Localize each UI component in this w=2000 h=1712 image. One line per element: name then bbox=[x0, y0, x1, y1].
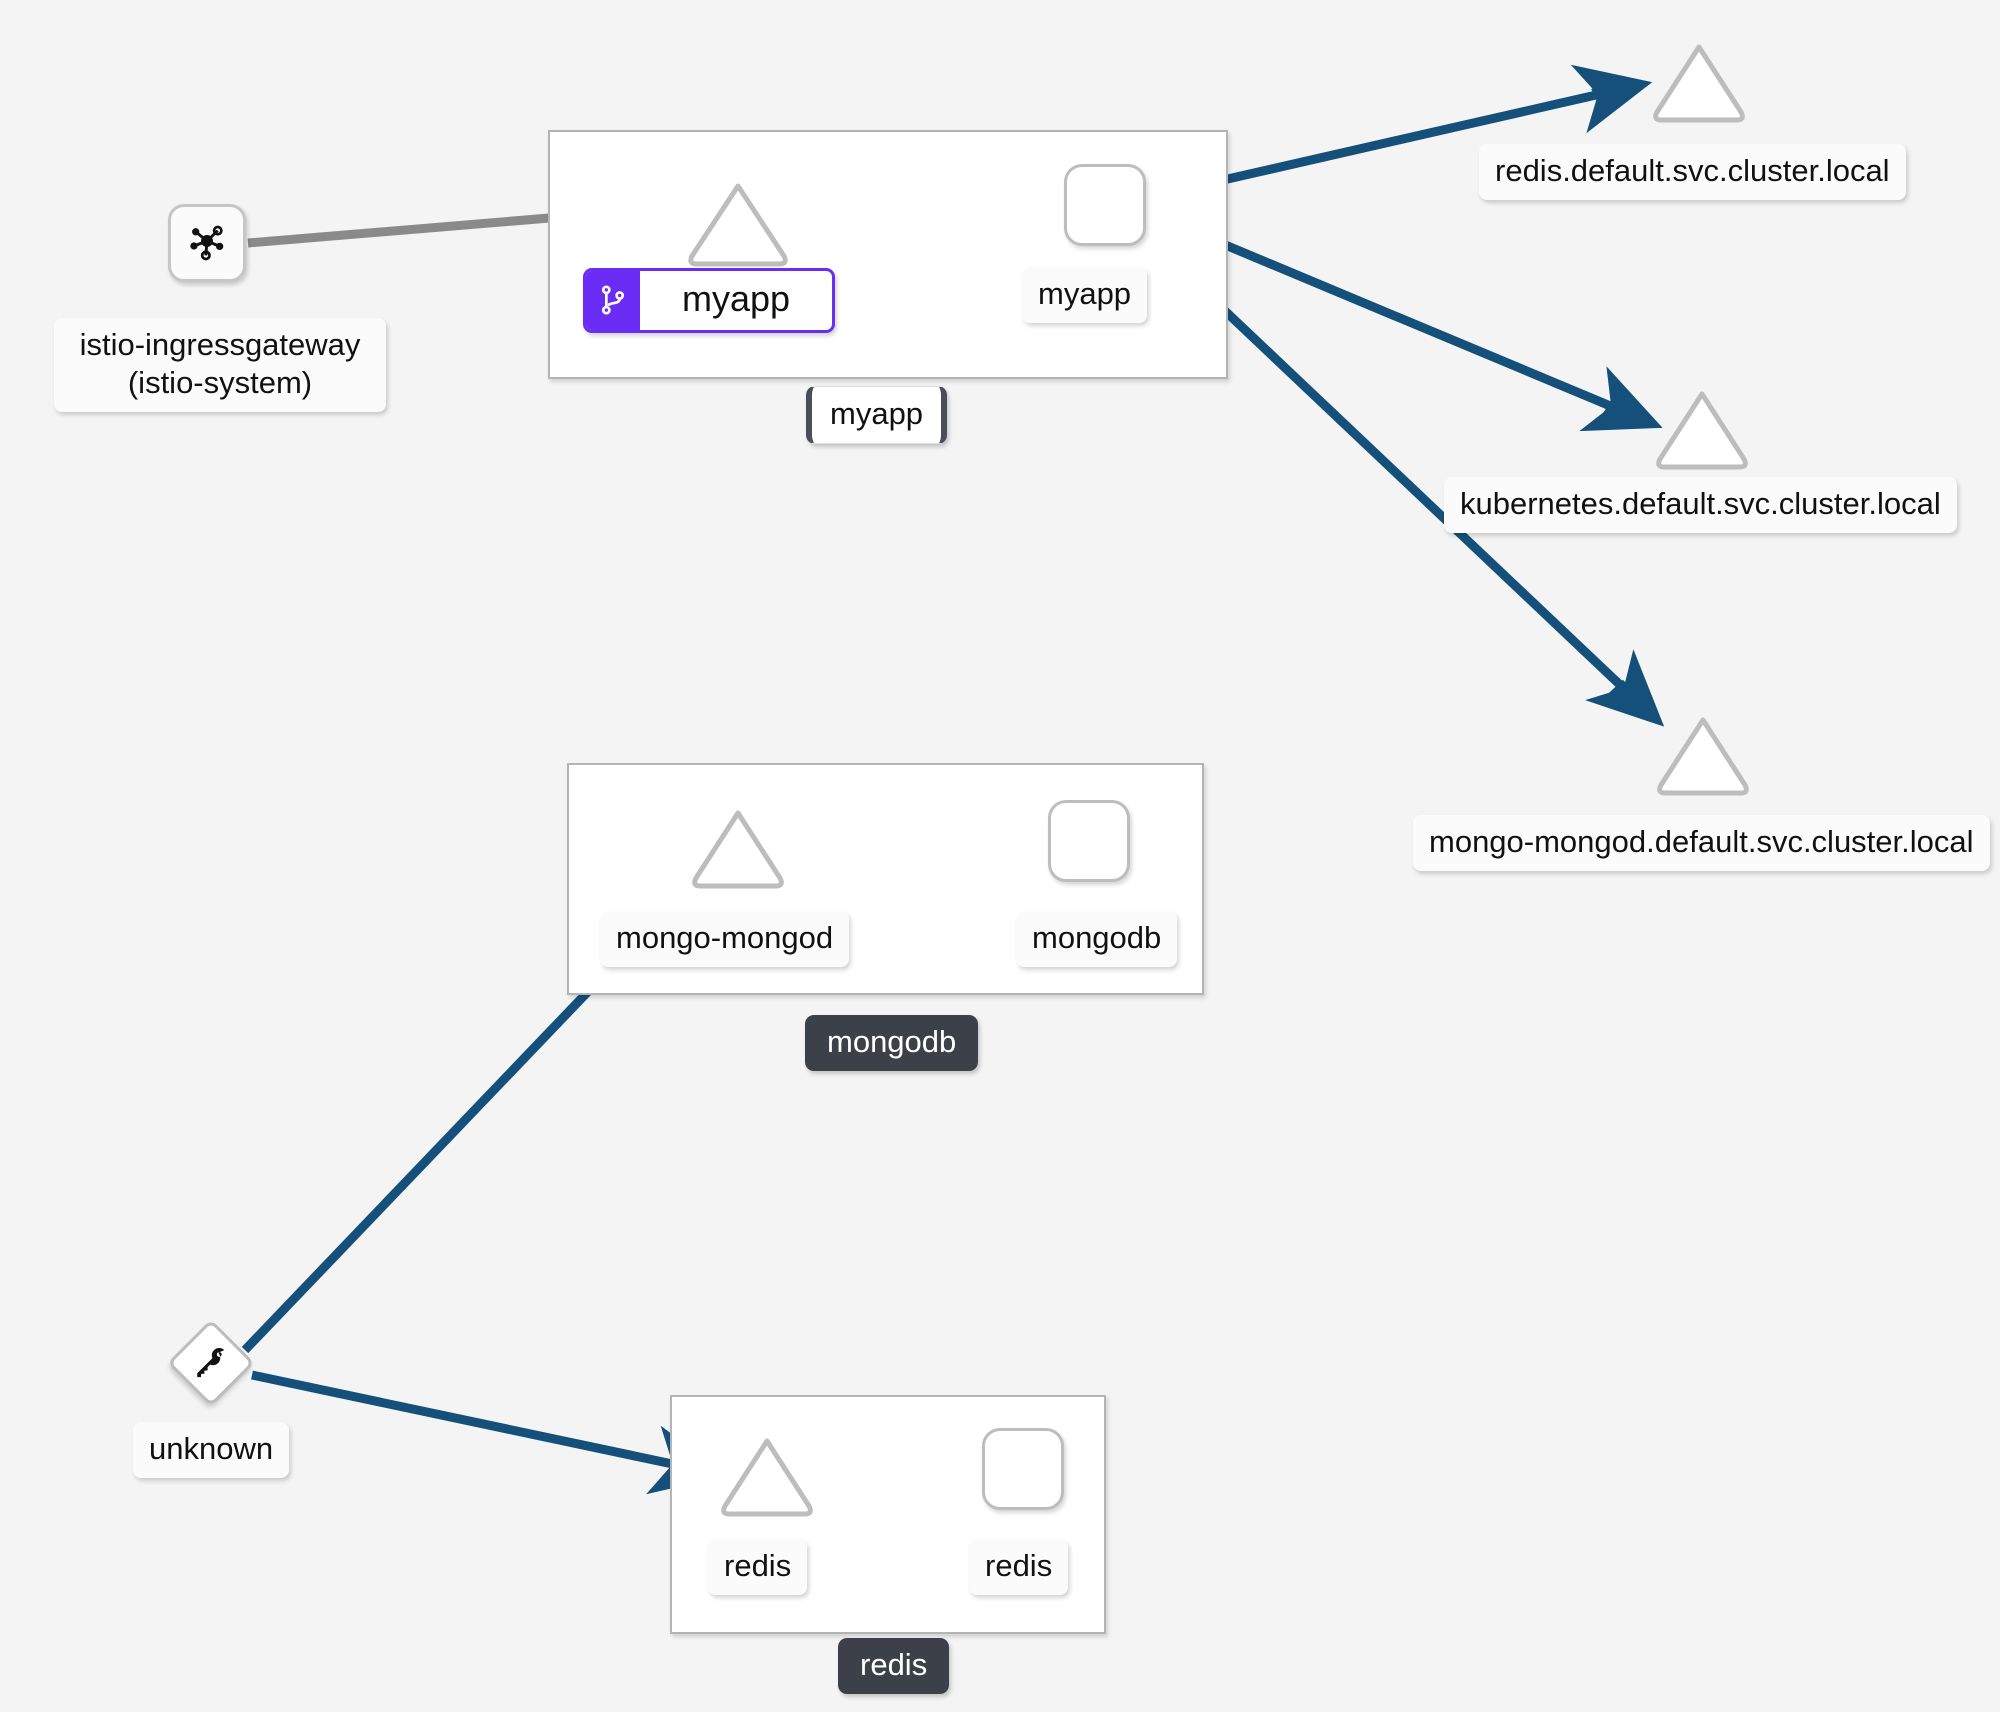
mesh-icon bbox=[184, 218, 230, 269]
node-myapp-workload[interactable] bbox=[1064, 164, 1146, 246]
mongo-mongod-service-triangle[interactable] bbox=[688, 806, 788, 892]
group-label-mongodb[interactable]: mongodb bbox=[805, 1015, 979, 1071]
label-istio-ingressgateway[interactable]: istio-ingressgateway (istio-system) bbox=[54, 318, 386, 412]
istio-ingressgateway-name: istio-ingressgateway bbox=[79, 327, 361, 362]
node-mongo-external[interactable] bbox=[1653, 713, 1753, 804]
node-kubernetes-external[interactable] bbox=[1652, 387, 1752, 478]
key-icon bbox=[192, 1344, 230, 1382]
label-mongo-external[interactable]: mongo-mongod.default.svc.cluster.local bbox=[1413, 815, 1990, 871]
label-mongo-mongod-service[interactable]: mongo-mongod bbox=[600, 911, 850, 967]
label-redis-service[interactable]: redis bbox=[708, 1539, 808, 1595]
label-myapp-workload[interactable]: myapp bbox=[1022, 267, 1148, 323]
redis-service-triangle[interactable] bbox=[717, 1434, 817, 1520]
node-mongodb-workload[interactable] bbox=[1048, 800, 1130, 882]
istio-ingressgateway-shape[interactable] bbox=[168, 204, 246, 282]
group-label-myapp[interactable]: myapp bbox=[806, 386, 948, 444]
myapp-workload-shape[interactable] bbox=[1064, 164, 1146, 246]
label-redis-workload[interactable]: redis bbox=[969, 1539, 1069, 1595]
label-redis-external[interactable]: redis.default.svc.cluster.local bbox=[1479, 144, 1906, 200]
node-redis-external[interactable] bbox=[1649, 40, 1749, 131]
node-unknown[interactable] bbox=[167, 1319, 255, 1407]
myapp-service-name: myapp bbox=[682, 278, 791, 319]
node-redis-service[interactable] bbox=[717, 1434, 817, 1525]
label-unknown[interactable]: unknown bbox=[133, 1422, 290, 1478]
unknown-shape[interactable] bbox=[167, 1319, 255, 1407]
kubernetes-external-triangle[interactable] bbox=[1652, 387, 1752, 473]
myapp-service-triangle[interactable] bbox=[683, 178, 793, 270]
edge-myapp-to-kubernetes-external[interactable] bbox=[1154, 211, 1663, 432]
istio-ingressgateway-namespace: (istio-system) bbox=[127, 364, 313, 400]
redis-workload-shape[interactable] bbox=[982, 1428, 1064, 1510]
git-branch-icon bbox=[586, 271, 640, 330]
label-myapp-service[interactable]: myapp bbox=[583, 268, 836, 333]
mongodb-workload-shape[interactable] bbox=[1048, 800, 1130, 882]
node-istio-ingressgateway[interactable] bbox=[168, 204, 246, 282]
label-mongodb-workload[interactable]: mongodb bbox=[1016, 911, 1178, 967]
label-kubernetes-external[interactable]: kubernetes.default.svc.cluster.local bbox=[1444, 477, 1957, 533]
mongo-external-triangle[interactable] bbox=[1653, 713, 1753, 799]
node-mongo-mongod-service[interactable] bbox=[688, 806, 788, 897]
node-myapp-service[interactable] bbox=[683, 178, 793, 275]
node-redis-workload[interactable] bbox=[982, 1428, 1064, 1510]
group-label-redis[interactable]: redis bbox=[838, 1638, 950, 1694]
edge-unknown-to-redis-service[interactable] bbox=[251, 1370, 728, 1495]
redis-external-triangle[interactable] bbox=[1649, 40, 1749, 126]
